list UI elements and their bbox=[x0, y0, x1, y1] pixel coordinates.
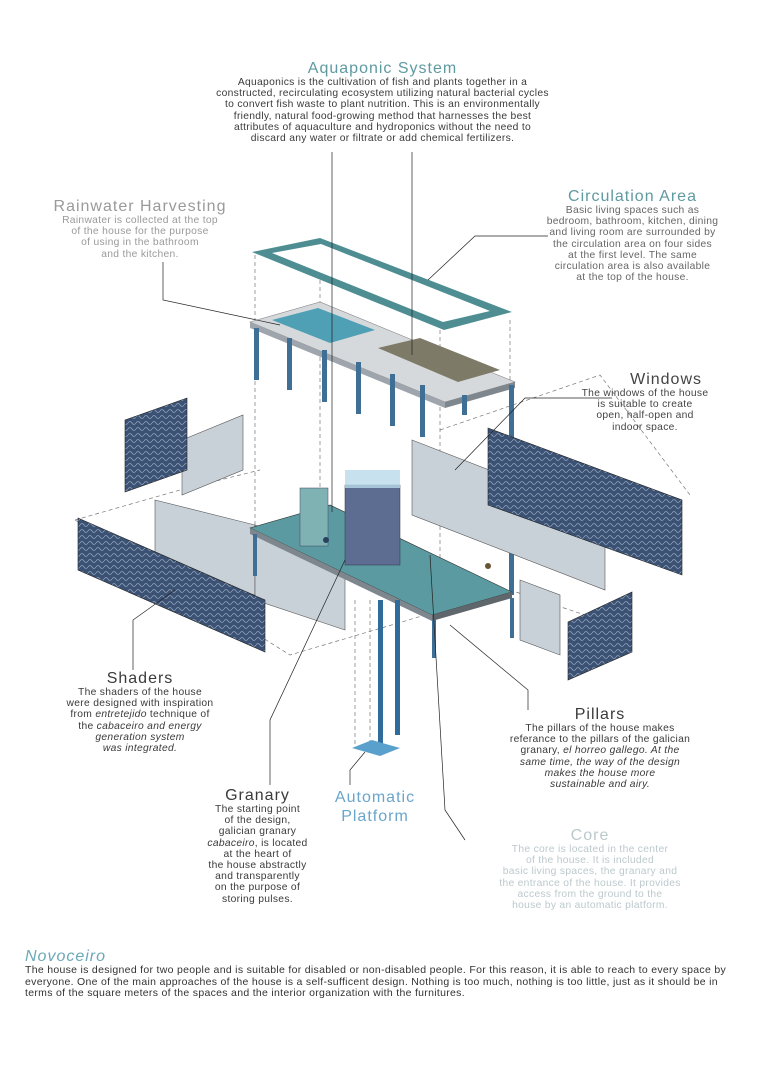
floor-pillars bbox=[253, 534, 514, 658]
circulation-body: Basic living spaces such as bedroom, bat… bbox=[546, 205, 719, 284]
leader-lines bbox=[132, 152, 612, 841]
core-shaft bbox=[352, 600, 400, 756]
shaders-title: Shaders bbox=[106, 670, 174, 687]
project-title: Novoceiro bbox=[25, 948, 107, 965]
platform-label: Automatic Platform bbox=[315, 788, 435, 826]
granary-body-emphasis: cabaceiro bbox=[207, 837, 255, 849]
shader-panels bbox=[77, 397, 683, 681]
shaders-body: The shaders of the house were designed w… bbox=[66, 687, 214, 721]
first-floor bbox=[249, 470, 513, 621]
granary-title: Granary bbox=[225, 787, 290, 804]
shaders-body: technique of the bbox=[78, 709, 210, 732]
rainwater-title: Rainwater Harvesting bbox=[53, 198, 227, 215]
pillars-title: Pillars bbox=[574, 706, 626, 723]
core-title: Core bbox=[570, 827, 610, 844]
granary-body: , is located at the heart of the house a… bbox=[208, 837, 308, 905]
shaders-body-emphasis: cabaceiro and energy generation system w… bbox=[95, 720, 202, 755]
pillars-body: The pillars of the house makes referance… bbox=[509, 723, 691, 757]
shaders-body-emphasis: entretejido bbox=[95, 709, 147, 721]
project-description: Novoceiro The house is designed for two … bbox=[25, 948, 745, 1000]
aquaponic-label: Aquaponic System Aquaponics is the culti… bbox=[170, 60, 595, 144]
core-body: The core is located in the center of the… bbox=[499, 844, 681, 912]
circulation-label: Circulation Area Basic living spaces suc… bbox=[510, 188, 755, 283]
rainwater-label: Rainwater Harvesting Rainwater is collec… bbox=[25, 198, 255, 260]
roof-slab bbox=[249, 301, 516, 408]
aquaponic-title: Aquaponic System bbox=[307, 60, 458, 77]
automatic-platform bbox=[352, 740, 400, 756]
aquaponic-body: Aquaponics is the cultivation of fish an… bbox=[216, 77, 549, 145]
pillars-label: Pillars The pillars of the house makes r… bbox=[470, 706, 730, 790]
granary-core bbox=[344, 484, 401, 566]
person-figure bbox=[485, 563, 491, 569]
core-label: Core The core is located in the center o… bbox=[455, 827, 725, 911]
roof-circulation-frame bbox=[252, 238, 512, 330]
shaders-label: Shaders The shaders of the house were de… bbox=[40, 670, 240, 754]
windows-label: Windows The windows of the house is suit… bbox=[560, 371, 730, 433]
rainwater-body: Rainwater is collected at the top of the… bbox=[62, 215, 218, 260]
project-body: The house is designed for two people and… bbox=[25, 964, 727, 999]
windows-body: The windows of the house is suitable to … bbox=[581, 388, 709, 433]
granary-label: Granary The starting point of the design… bbox=[185, 787, 330, 905]
pillars-body-emphasis: el horreo gallego. At the same time, the… bbox=[519, 745, 681, 791]
platform-title: Automatic Platform bbox=[334, 789, 416, 825]
rainwater-pool bbox=[272, 308, 375, 343]
granary-body: The starting point of the design, galici… bbox=[215, 804, 300, 838]
aquaponic-bed bbox=[378, 338, 500, 382]
circulation-title: Circulation Area bbox=[568, 188, 697, 205]
person-figure bbox=[323, 537, 329, 543]
windows-title: Windows bbox=[630, 371, 702, 388]
